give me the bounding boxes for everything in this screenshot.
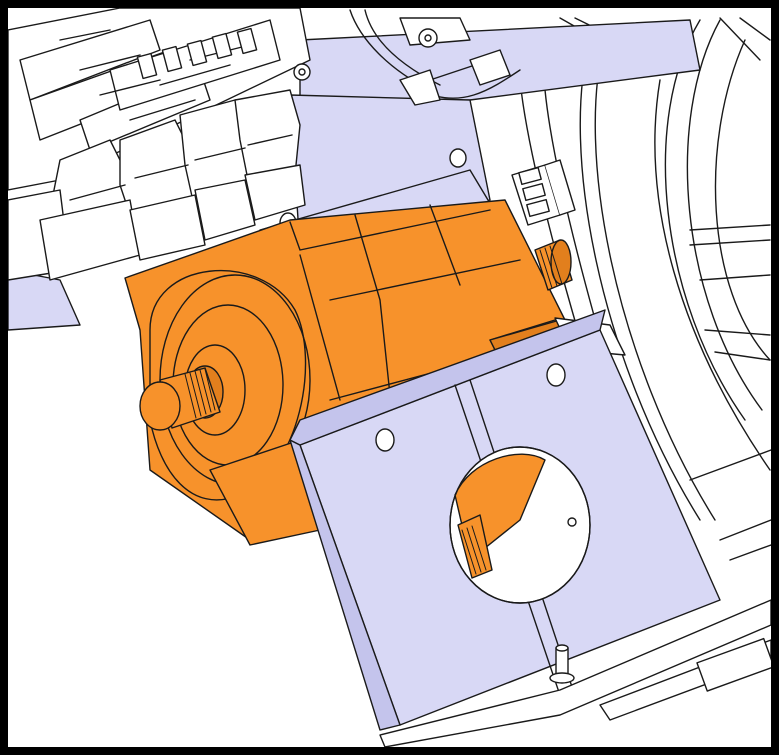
bracket-cutout xyxy=(449,446,591,604)
relay-block-icon xyxy=(8,8,311,281)
mounting-hole-icon xyxy=(375,428,395,452)
technical-illustration xyxy=(8,8,771,747)
lavender-mounting-bracket xyxy=(289,309,721,731)
bottom-frame-rails xyxy=(379,449,771,747)
knurled-knob-icon xyxy=(534,239,573,291)
knurled-knob-icon xyxy=(139,365,224,431)
connector-icon xyxy=(511,159,576,226)
diagram-canvas xyxy=(8,8,771,747)
stud-icon xyxy=(549,644,575,684)
mounting-hole-icon xyxy=(546,363,566,387)
wire-harness-icon xyxy=(349,9,521,106)
